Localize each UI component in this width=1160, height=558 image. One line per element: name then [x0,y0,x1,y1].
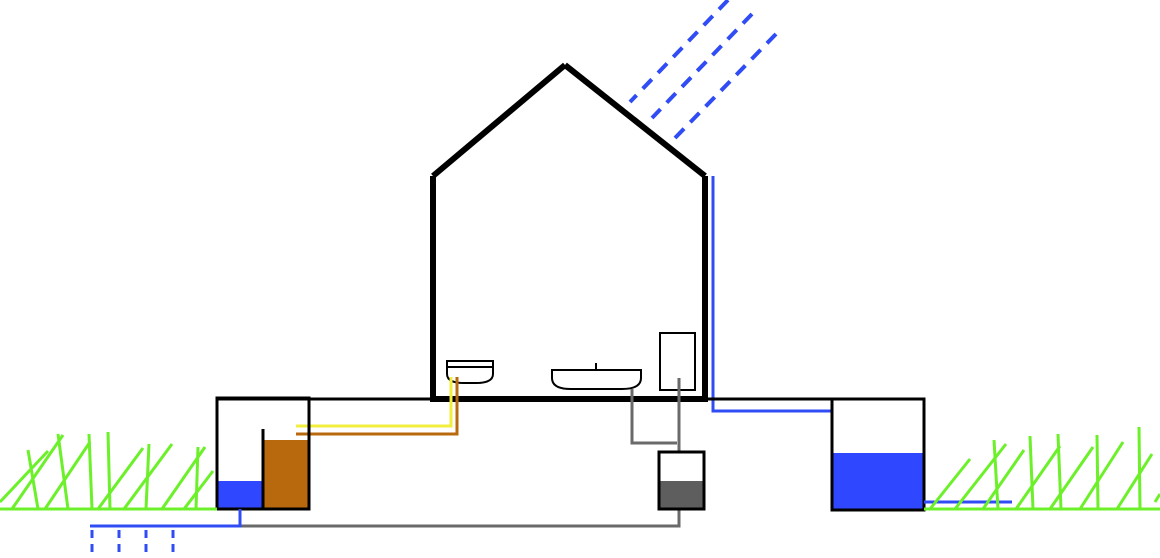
house-icon [430,62,708,402]
bathtub-icon [551,363,642,390]
left-chamber [215,396,311,511]
rain-downpipe [711,176,840,413]
urine-pipe [296,377,453,428]
bathtub-drain-pipe [630,389,677,445]
grass-blade [96,447,145,510]
compost-pipe [296,377,459,436]
grass-blade [1048,446,1095,510]
grass-blade [194,446,200,510]
grass-blade [106,431,112,510]
soakaway-drains [90,530,175,558]
greywater-fill [660,481,703,508]
grass-blade [992,439,1000,510]
compost-tank-icon [264,440,308,508]
grass-blade [1078,441,1125,510]
grass-blade [1028,435,1035,510]
grass-blade [1014,445,1062,510]
grass-blade [928,458,972,510]
grass-blade [10,434,65,510]
roof-left [431,62,567,179]
grass-blade [953,443,1008,510]
grass-icon [924,426,1160,511]
house-walls-and-roof [430,176,708,402]
grass-blade [1137,426,1142,510]
grass-blade [1153,493,1160,503]
greywater-outflow-pipe [240,509,681,528]
grass-blade [0,449,50,504]
rain-streak [650,12,754,120]
rain-streak [673,32,778,140]
grass-blade [182,470,215,510]
rain-streak [628,0,730,104]
rainwater-tank-icon [830,397,926,512]
toilet-bowl [446,360,494,384]
grass-blade [87,433,94,510]
bathtub-basin [551,369,642,390]
greywater-tank-icon [657,450,706,511]
grass-blade [56,433,70,510]
grass-blade [144,443,151,510]
grass-blade [1115,453,1154,510]
grass-blade [981,449,1026,510]
rainwater-fill [833,453,923,509]
grass-blade [43,441,92,510]
roof-right [563,62,707,179]
grass-blade [1056,433,1063,510]
grass-icon [0,431,217,511]
toilet-icon [446,360,494,384]
grass-blade [26,449,40,510]
left-water-fill [218,481,263,508]
grass-blade [1095,434,1100,510]
rain-icon [628,0,778,140]
soakaway-pipe [90,509,242,528]
